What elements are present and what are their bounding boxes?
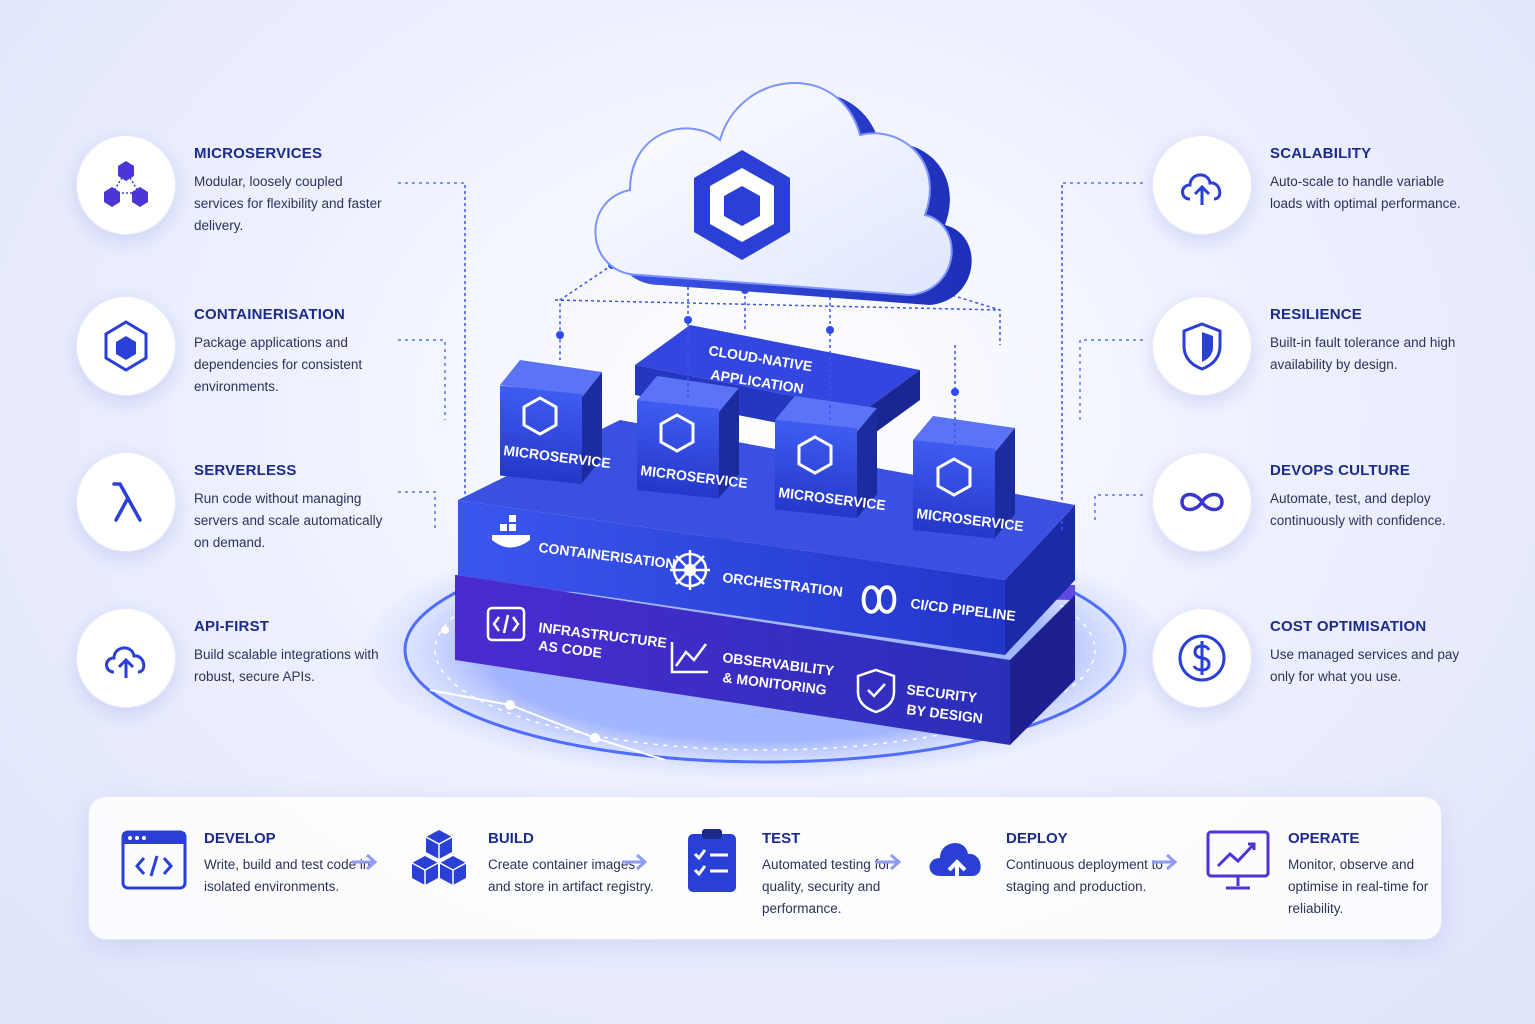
infinity-icon <box>861 585 897 614</box>
feature-icon-circle <box>1152 452 1252 552</box>
pipeline-step-title: TEST <box>762 830 801 847</box>
pipeline-step-operate: OPERATE Monitor, observe and optimise in… <box>1204 826 1434 926</box>
cubes-network-icon <box>104 161 148 207</box>
pipeline-step-desc: Continuous deployment to staging and pro… <box>1006 857 1163 894</box>
feature-title: COST OPTIMISATION <box>1270 618 1427 635</box>
cloud-upload-icon <box>105 646 146 678</box>
feature-desc: Built-in fault tolerance and high availa… <box>1270 335 1456 372</box>
layer-bottom-label-1b: AS CODE <box>538 637 603 661</box>
microservice-cube-3 <box>775 396 877 519</box>
app-slab-top <box>635 325 920 410</box>
feature-leader-lines <box>398 182 1143 530</box>
pipeline-bar: DEVELOP Write, build and test code in is… <box>88 796 1442 940</box>
base-network-nodes <box>441 626 600 743</box>
layer-top-front <box>458 500 1005 655</box>
feature-icon-circle <box>76 135 176 235</box>
trend-chart-icon <box>670 642 708 674</box>
layer-top-side <box>1005 505 1075 655</box>
cloud-arrow-up-icon <box>1181 173 1222 205</box>
feature-title: API-FIRST <box>194 618 270 635</box>
feature-desc: Automate, test, and deploy continuously … <box>1270 491 1446 528</box>
feature-resilience: RESILIENCE Built-in fault tolerance and … <box>1152 296 1512 406</box>
feature-icon-circle <box>76 608 176 708</box>
pipeline-step-desc: Monitor, observe and optimise in real-ti… <box>1288 857 1429 916</box>
feature-title: SCALABILITY <box>1270 145 1372 162</box>
feature-icon-circle <box>1152 608 1252 708</box>
feature-title: MICROSERVICES <box>194 145 323 162</box>
feature-desc: Build scalable integrations with robust,… <box>194 647 379 684</box>
feature-desc: Modular, loosely coupled services for fl… <box>194 174 382 233</box>
cube-hex-icon <box>522 396 972 497</box>
feature-desc: Use managed services and pay only for wh… <box>1270 647 1460 684</box>
docker-whale-icon <box>492 515 530 548</box>
feature-desc: Package applications and dependencies fo… <box>194 335 363 394</box>
pipeline-step-title: BUILD <box>488 830 534 847</box>
layer-bottom-side <box>1010 595 1075 745</box>
feature-title: DEVOPS CULTURE <box>1270 462 1411 479</box>
feature-icon-circle <box>1152 135 1252 235</box>
helm-wheel-icon <box>670 550 710 590</box>
feature-scalability: SCALABILITY Auto-scale to handle variabl… <box>1152 135 1512 245</box>
base-network-line <box>429 689 666 761</box>
arrow-right-icon <box>622 853 648 871</box>
pipeline-step-deploy: DEPLOY Continuous deployment to staging … <box>922 826 1182 926</box>
shield-icon <box>1182 322 1222 371</box>
checklist-clipboard-icon <box>688 829 736 892</box>
feature-icon-circle <box>76 296 176 396</box>
pipeline-step-develop: DEVELOP Write, build and test code in is… <box>120 826 380 926</box>
feature-icon-circle <box>76 452 176 552</box>
pipeline-step-build: BUILD Create container images and store … <box>404 826 664 926</box>
arrow-right-icon <box>352 853 378 871</box>
feature-serverless: SERVERLESS Run code without managing ser… <box>76 452 436 562</box>
monitor-chart-icon <box>1206 830 1270 890</box>
layer-bottom-front <box>455 575 1010 745</box>
hex-cube-icon <box>104 320 148 372</box>
pipeline-step-desc: Automated testing for quality, security … <box>762 857 891 916</box>
lambda-icon <box>112 482 142 522</box>
infinity-icon <box>1180 492 1224 512</box>
stacked-cubes-icon <box>411 830 467 885</box>
arrow-right-icon <box>1152 853 1178 871</box>
code-brackets-icon <box>486 606 526 642</box>
feature-api-first: API-FIRST Build scalable integrations wi… <box>76 608 436 718</box>
dollar-icon <box>1178 634 1226 682</box>
layer-top-top-face <box>458 420 1075 580</box>
code-window-icon <box>121 830 187 890</box>
feature-icon-circle <box>1152 296 1252 396</box>
feature-devops-culture: DEVOPS CULTURE Automate, test, and deplo… <box>1152 452 1512 562</box>
feature-cost-optimisation: COST OPTIMISATION Use managed services a… <box>1152 608 1512 718</box>
cloud-deploy-icon <box>929 843 981 888</box>
feature-title: CONTAINERISATION <box>194 306 345 323</box>
base-platform-inner-ring <box>434 549 1096 751</box>
pipeline-step-title: OPERATE <box>1288 830 1360 847</box>
arrow-right-icon <box>876 853 902 871</box>
feature-title: SERVERLESS <box>194 462 297 479</box>
pipeline-step-title: DEPLOY <box>1006 830 1068 847</box>
pipeline-step-desc: Write, build and test code in isolated e… <box>204 857 371 894</box>
pipeline-step-title: DEVELOP <box>204 830 276 847</box>
pipeline-step-desc: Create container images and store in art… <box>488 857 654 894</box>
pipeline-step-test: TEST Automated testing for quality, secu… <box>678 826 938 926</box>
feature-title: RESILIENCE <box>1270 306 1363 323</box>
feature-containerisation: CONTAINERISATION Package applications an… <box>76 296 436 406</box>
shield-check-icon <box>856 668 896 714</box>
microservice-cube-4 <box>913 416 1015 539</box>
cloud-native-stack-illustration: CLOUD-NATIVE APPLICATION MICROSERVICE MI… <box>365 82 1165 780</box>
app-slab-side <box>865 370 920 440</box>
feature-microservices: MICROSERVICES Modular, loosely coupled s… <box>76 135 436 245</box>
cloud-cube-icon <box>694 150 790 260</box>
feature-desc: Run code without managing servers and sc… <box>194 491 383 550</box>
feature-desc: Auto-scale to handle variable loads with… <box>1270 174 1461 211</box>
